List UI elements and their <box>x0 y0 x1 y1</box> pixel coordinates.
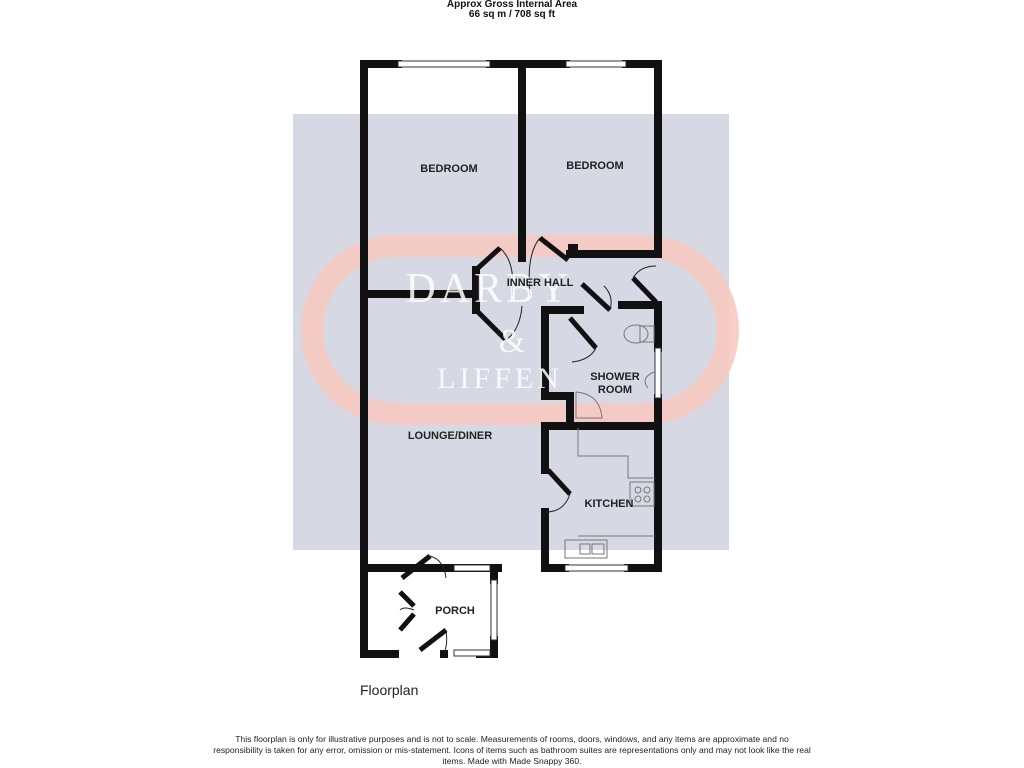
toilet-icon <box>623 324 649 344</box>
room-label-kitchen: KITCHEN <box>585 498 634 510</box>
room-label-shower-line1: SHOWER <box>590 371 640 383</box>
watermark-line3: LIFFEN <box>437 362 563 395</box>
room-label-bedroom-1: BEDROOM <box>420 163 477 175</box>
header: Approx Gross Internal Area 66 sq m / 708… <box>0 0 1024 20</box>
floorplan-caption: Floorplan <box>360 682 419 698</box>
kitchen-worktop <box>577 428 655 479</box>
room-label-inner-hall: INNER HALL <box>507 277 574 289</box>
room-label-lounge-diner: LOUNGE/DINER <box>408 430 492 442</box>
disclaimer-footer: This floorplan is only for illustrative … <box>213 734 811 766</box>
shower-tray-icon <box>575 391 603 419</box>
sink-icon <box>564 539 608 559</box>
area-title: Approx Gross Internal Area <box>446 0 578 10</box>
watermark-line2: & <box>499 323 529 360</box>
area-value: 66 sq m / 708 sq ft <box>468 9 556 20</box>
watermark-line1: DARBY <box>405 266 572 312</box>
basin-icon <box>644 371 655 389</box>
room-label-bedroom-2: BEDROOM <box>566 160 623 172</box>
room-label-shower-line2: ROOM <box>598 384 632 396</box>
hob-icon <box>629 481 655 507</box>
room-label-porch: PORCH <box>435 605 475 617</box>
window <box>397 60 491 68</box>
